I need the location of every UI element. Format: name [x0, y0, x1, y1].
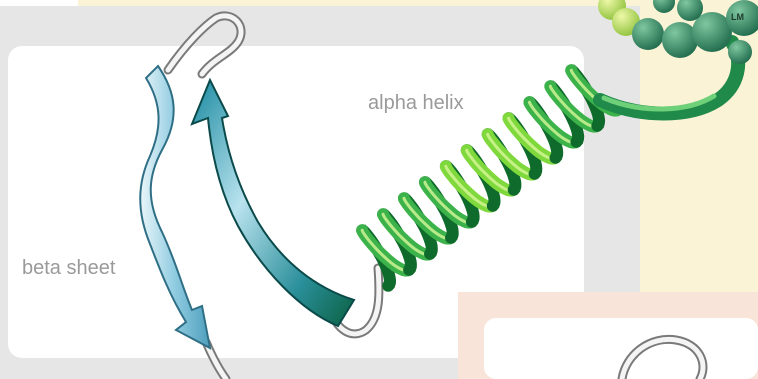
bead-text: LM: [731, 12, 744, 22]
alpha-helix-label: alpha helix: [368, 92, 464, 115]
bead: [728, 40, 752, 64]
beta-sheet-label: beta sheet: [22, 257, 115, 280]
bead: [632, 18, 664, 50]
